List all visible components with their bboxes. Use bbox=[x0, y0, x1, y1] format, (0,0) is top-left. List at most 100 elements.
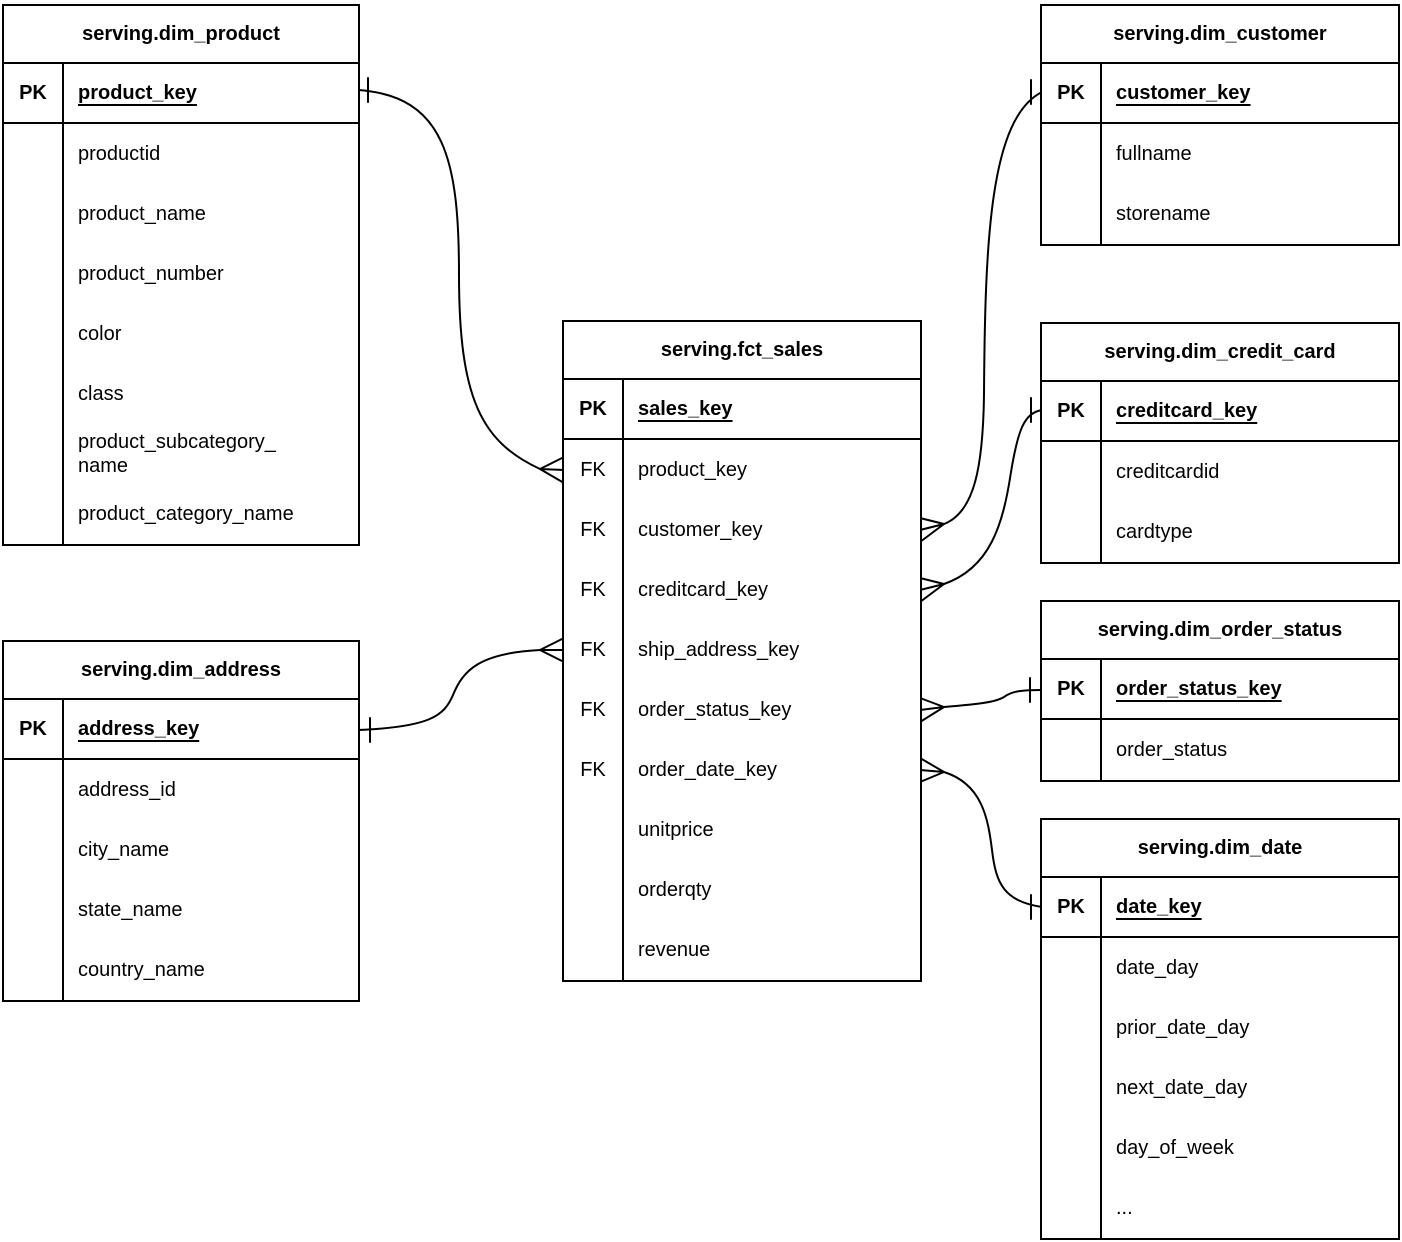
column-name: cardtype bbox=[1116, 520, 1193, 543]
table-row: PK customer_key bbox=[1042, 64, 1398, 124]
table-row: color bbox=[4, 304, 358, 364]
table-title: serving.dim_credit_card bbox=[1042, 324, 1398, 382]
relationship-line bbox=[943, 409, 1043, 585]
column-name: storename bbox=[1116, 202, 1211, 225]
key-badge bbox=[4, 304, 64, 364]
key-badge bbox=[4, 940, 64, 1000]
column-name: next_date_day bbox=[1116, 1076, 1248, 1099]
column-name: country_name bbox=[78, 958, 205, 981]
table-row: prior_date_day bbox=[1042, 998, 1398, 1058]
table-row: PK order_status_key bbox=[1042, 660, 1398, 720]
column-name: address_id bbox=[78, 778, 176, 801]
key-badge bbox=[4, 364, 64, 424]
relationship-line bbox=[943, 689, 1043, 708]
column-name: class bbox=[78, 382, 124, 405]
column-name: state_name bbox=[78, 898, 183, 921]
table-row: FK ship_address_key bbox=[564, 620, 920, 680]
entity-dim-credit-card: serving.dim_credit_card PK creditcard_ke… bbox=[1040, 322, 1400, 564]
table-row: product_number bbox=[4, 244, 358, 304]
column-name: fullname bbox=[1116, 142, 1192, 165]
table-row: storename bbox=[1042, 184, 1398, 244]
key-badge bbox=[1042, 938, 1102, 998]
key-badge bbox=[4, 424, 64, 484]
crows-foot bbox=[919, 517, 945, 543]
key-badge bbox=[4, 124, 64, 184]
table-title: serving.dim_order_status bbox=[1042, 602, 1398, 660]
crows-foot bbox=[539, 637, 565, 663]
table-title: serving.fct_sales bbox=[564, 322, 920, 380]
key-badge bbox=[564, 920, 624, 980]
crows-foot bbox=[919, 697, 945, 723]
column-name: day_of_week bbox=[1116, 1136, 1234, 1159]
key-badge bbox=[4, 184, 64, 244]
table-row: productid bbox=[4, 124, 358, 184]
column-name: order_date_key bbox=[638, 758, 777, 781]
key-badge bbox=[4, 760, 64, 820]
column-name: product_name bbox=[78, 202, 206, 225]
column-name: order_status_key bbox=[1116, 677, 1282, 700]
column-name: date_day bbox=[1116, 956, 1199, 979]
table-row: product_subcategory_name bbox=[4, 424, 358, 484]
table-row: fullname bbox=[1042, 124, 1398, 184]
column-name: product_key bbox=[78, 81, 197, 104]
key-badge: PK bbox=[1042, 64, 1102, 122]
key-badge bbox=[4, 244, 64, 304]
table-row: FK product_key bbox=[564, 440, 920, 500]
entity-dim-address: serving.dim_address PK address_key addre… bbox=[2, 640, 360, 1002]
entity-dim-customer: serving.dim_customer PK customer_key ful… bbox=[1040, 4, 1400, 246]
key-badge: PK bbox=[1042, 660, 1102, 718]
table-row: revenue bbox=[564, 920, 920, 980]
relationship-dim-product-fct-sales bbox=[357, 77, 565, 484]
entity-dim-product: serving.dim_product PK product_key produ… bbox=[2, 4, 360, 546]
table-row: FK order_status_key bbox=[564, 680, 920, 740]
key-badge bbox=[1042, 1118, 1102, 1178]
column-name: order_status bbox=[1116, 738, 1228, 761]
table-row: PK product_key bbox=[4, 64, 358, 124]
relationship-line bbox=[357, 89, 541, 470]
column-name: productid bbox=[78, 142, 161, 165]
column-name: creditcard_key bbox=[1116, 399, 1258, 422]
key-badge: PK bbox=[4, 64, 64, 122]
entity-dim-date: serving.dim_date PK date_key date_day pr… bbox=[1040, 818, 1400, 1240]
column-name: customer_key bbox=[638, 518, 763, 541]
table-row: FK order_date_key bbox=[564, 740, 920, 800]
key-badge bbox=[4, 484, 64, 544]
key-badge bbox=[1042, 998, 1102, 1058]
key-badge: FK bbox=[564, 740, 624, 800]
key-badge bbox=[1042, 1058, 1102, 1118]
table-row: ... bbox=[1042, 1178, 1398, 1238]
table-row: country_name bbox=[4, 940, 358, 1000]
column-name: creditcardid bbox=[1116, 460, 1220, 483]
table-row: FK creditcard_key bbox=[564, 560, 920, 620]
key-badge: PK bbox=[4, 700, 64, 758]
key-badge bbox=[1042, 442, 1102, 502]
crows-foot bbox=[539, 456, 565, 484]
column-name: date_key bbox=[1116, 895, 1202, 918]
column-name: product_key bbox=[638, 458, 747, 481]
table-row: state_name bbox=[4, 880, 358, 940]
column-name: ... bbox=[1116, 1196, 1133, 1219]
column-name: revenue bbox=[638, 938, 711, 961]
table-row: product_category_name bbox=[4, 484, 358, 544]
table-title: serving.dim_date bbox=[1042, 820, 1398, 878]
table-row: PK sales_key bbox=[564, 380, 920, 440]
table-row: creditcardid bbox=[1042, 442, 1398, 502]
column-name: product_category_name bbox=[78, 502, 294, 525]
table-row: PK date_key bbox=[1042, 878, 1398, 938]
relationship-line bbox=[943, 771, 1043, 908]
key-badge bbox=[1042, 1178, 1102, 1238]
table-row: unitprice bbox=[564, 800, 920, 860]
key-badge bbox=[1042, 502, 1102, 562]
entity-fct-sales: serving.fct_sales PK sales_key FK produc… bbox=[562, 320, 922, 982]
relationship-line bbox=[943, 91, 1043, 525]
relationship-line bbox=[357, 649, 541, 731]
key-badge: FK bbox=[564, 500, 624, 560]
key-badge: FK bbox=[564, 440, 624, 500]
table-row: FK customer_key bbox=[564, 500, 920, 560]
column-name: creditcard_key bbox=[638, 578, 769, 601]
column-name: unitprice bbox=[638, 818, 714, 841]
table-row: next_date_day bbox=[1042, 1058, 1398, 1118]
table-title: serving.dim_address bbox=[4, 642, 358, 700]
table-row: PK address_key bbox=[4, 700, 358, 760]
